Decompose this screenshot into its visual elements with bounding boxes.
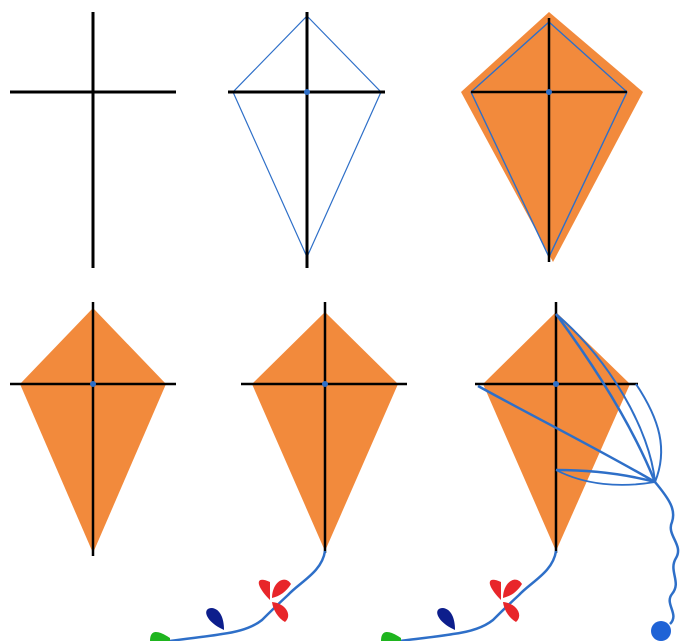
step-1-cross [10,12,176,268]
red-bow [489,579,522,622]
step-3-wide-fill [461,12,643,262]
step-5-kite-with-tail [150,302,407,641]
red-bow-top-wing [272,579,291,598]
navy-bow-left-wing [437,608,455,630]
green-bow-left-wing [150,631,170,641]
flying-line [654,481,680,625]
bridle-left-line [477,384,656,484]
red-bow-bottom-wing [272,602,289,622]
red-bow [258,579,291,622]
red-bow-top-wing [503,579,522,598]
step-6-kite-with-bridle [381,302,680,641]
center-joint [90,381,96,387]
center-joint [553,381,559,387]
step-4-filled-kite [10,302,176,556]
bridle-center-lower-line [555,469,656,486]
tail-string [169,550,327,641]
step-2-outline [228,12,385,268]
red-bow-left-wing [258,579,270,600]
bridle-top-inner-line [555,313,656,483]
bridle-center-line [555,468,656,484]
red-bow-bottom-wing [503,602,520,622]
navy-bow-left-wing [206,608,224,630]
center-joint [546,89,552,95]
red-bow-left-wing [489,579,501,600]
center-joint [322,381,328,387]
bridle-top-line [554,313,657,483]
tail-string [399,550,558,641]
kite-wide-fill [461,12,643,262]
green-bow-left-wing [381,631,401,641]
center-joint [304,89,310,95]
bridle-right-line [635,383,663,483]
string-reel-ball [651,621,671,641]
